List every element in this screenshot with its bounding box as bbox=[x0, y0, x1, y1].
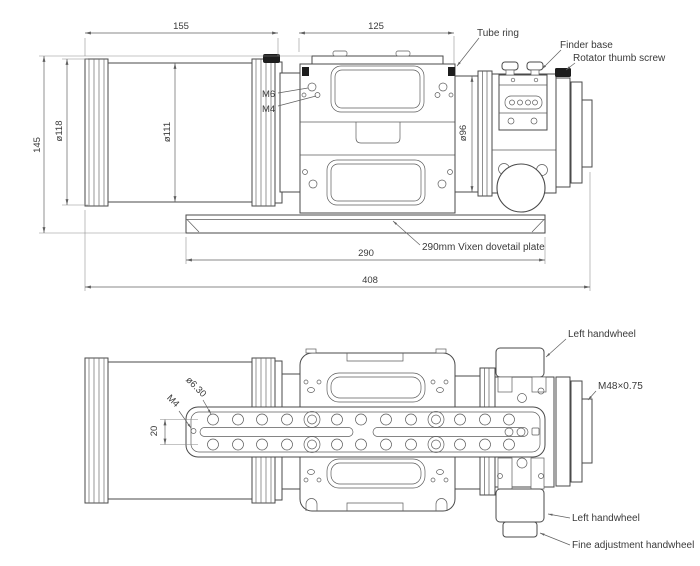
side-view: 155 125 145 ø118 ø111 ø96 M6 bbox=[32, 21, 666, 291]
dew-shield-lock-screw bbox=[263, 54, 280, 63]
ring-clamp-knob bbox=[395, 50, 411, 57]
fine-adjustment-label: Fine adjustment handwheel bbox=[572, 540, 694, 551]
dim-dia111: ø111 bbox=[162, 62, 177, 203]
dim-145-label: 145 bbox=[32, 137, 43, 153]
dim-408: 408 bbox=[84, 172, 591, 291]
dim-155-label: 155 bbox=[173, 21, 189, 32]
tube-rings bbox=[299, 50, 456, 214]
left-handwheel-bottom bbox=[495, 488, 545, 523]
callout-rotator-thumb-screw: Rotator thumb screw bbox=[565, 53, 666, 71]
plate-end-hole bbox=[190, 428, 197, 434]
dia-118-label: ø118 bbox=[54, 121, 65, 142]
focus-knob-side bbox=[496, 163, 546, 213]
m48-thread bbox=[581, 99, 593, 168]
m48-label: M48×0.75 bbox=[598, 381, 643, 392]
left-handwheel-top-label: Left handwheel bbox=[568, 329, 636, 340]
bottom-view: Left handwheel M48×0.75 Left handwheel F… bbox=[84, 329, 694, 551]
ring-screw-holes-bottom bbox=[303, 379, 449, 483]
callout-finder-base: Finder base bbox=[541, 40, 613, 70]
drawtube-ring-bottom bbox=[570, 380, 583, 483]
m6-label: M6 bbox=[262, 89, 275, 100]
dovetail-plate-label: 290mm Vixen dovetail plate bbox=[422, 242, 545, 253]
dia-111-label: ø111 bbox=[162, 122, 173, 142]
dim-408-label: 408 bbox=[362, 275, 378, 286]
callout-fine-adjustment: Fine adjustment handwheel bbox=[539, 532, 694, 551]
callout-tube-ring: Tube ring bbox=[456, 28, 519, 67]
ring-clamp-block bbox=[448, 67, 455, 76]
dovetail-plate-side bbox=[185, 214, 546, 234]
rotator-ring-bottom bbox=[555, 376, 571, 487]
ring-clamp-knob bbox=[332, 50, 348, 57]
plate-holes bbox=[207, 411, 515, 453]
fine-adjustment-handwheel bbox=[502, 521, 538, 538]
dim-290-label: 290 bbox=[358, 248, 374, 259]
m48-thread-bottom bbox=[581, 398, 593, 464]
tube-ring-label: Tube ring bbox=[477, 28, 519, 39]
m4-side-label: M4 bbox=[262, 104, 275, 115]
dim-145: 145 bbox=[32, 55, 312, 234]
finder-base bbox=[498, 74, 548, 131]
focuser-assembly bbox=[454, 61, 593, 213]
ring-clamp-block bbox=[302, 67, 309, 76]
dim-155: 155 bbox=[84, 21, 279, 56]
dim-dia96: ø96 bbox=[458, 75, 474, 193]
dim-125-label: 125 bbox=[368, 21, 384, 32]
callout-m48: M48×0.75 bbox=[587, 381, 643, 401]
dim-dia118: ø118 bbox=[54, 58, 88, 206]
dim-20: 20 bbox=[149, 419, 198, 445]
callout-left-handwheel-top: Left handwheel bbox=[545, 329, 636, 358]
dim-290: 290 bbox=[185, 237, 546, 264]
drawtube-ring bbox=[570, 81, 583, 184]
rotator-thumb-screw-label: Rotator thumb screw bbox=[573, 53, 666, 64]
dovetail-plate-bottom bbox=[185, 406, 546, 458]
dia-96-label: ø96 bbox=[458, 125, 469, 141]
callout-dovetail-plate: 290mm Vixen dovetail plate bbox=[392, 220, 545, 253]
rotator-ring bbox=[555, 77, 571, 188]
dim-20-label: 20 bbox=[149, 426, 160, 437]
rotator-thumb-screw bbox=[555, 68, 571, 77]
finder-thumb-screws bbox=[501, 61, 544, 76]
rear-cell bbox=[477, 70, 493, 197]
dim-125: 125 bbox=[298, 21, 455, 64]
left-handwheel-bottom-label: Left handwheel bbox=[572, 513, 640, 524]
callout-m6: M6 bbox=[262, 87, 309, 100]
dew-shield bbox=[84, 54, 283, 207]
callout-left-handwheel-bottom: Left handwheel bbox=[547, 513, 640, 524]
callout-m4-side: M4 bbox=[262, 95, 317, 115]
ring-screw-holes bbox=[301, 82, 454, 189]
left-handwheel-top bbox=[495, 347, 545, 378]
finder-base-label: Finder base bbox=[560, 40, 613, 51]
